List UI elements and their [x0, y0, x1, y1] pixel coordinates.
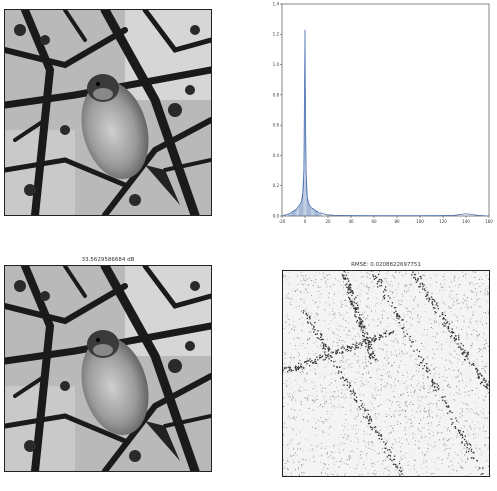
x-tick-label: 60: [371, 219, 377, 224]
y-tick-label: 0.6: [273, 123, 280, 128]
y-tick-label: 1.2: [273, 32, 280, 37]
x-tick-label: 120: [439, 219, 447, 224]
original-image-panel: [4, 9, 212, 216]
histogram-panel: -20 0 20 40 60 80 100 120 140 160 0.0 0.2 0.4 0.6 0.8 1…: [270, 0, 495, 232]
y-tick-label: 0.0: [273, 213, 280, 218]
reconstructed-bird-image: [5, 266, 211, 471]
y-tick-label: 0.4: [273, 153, 280, 158]
y-tick-label: 1.0: [273, 62, 280, 67]
x-tick-label: 140: [462, 219, 470, 224]
bird-on-branches-image: [5, 10, 211, 215]
plot-frame: [281, 3, 490, 217]
y-tick-label: 0.8: [273, 92, 280, 97]
x-tick-label: -20: [279, 219, 286, 224]
y-tick-label: 0.2: [273, 183, 280, 188]
x-tick-label: 160: [485, 219, 493, 224]
histogram-chart: -20 0 20 40 60 80 100 120 140 160 0.0 0.2 0.4 0.6 0.8 1…: [273, 1, 494, 224]
x-tick-label: 20: [325, 219, 331, 224]
x-tick-label: 0: [304, 219, 307, 224]
x-tick-label: 80: [394, 219, 400, 224]
error-map-panel: [282, 270, 490, 477]
histogram-line: [281, 29, 490, 217]
error-map-image: [283, 271, 489, 476]
reconstructed-image-panel: [4, 265, 212, 472]
x-tick-label: 40: [348, 219, 354, 224]
x-tick-label: 100: [416, 219, 424, 224]
psnr-title: 33.5629586684 dB: [81, 257, 135, 263]
y-tick-label: 1.4: [273, 1, 280, 6]
rmse-title: RMSE: 0.0208822697751: [351, 262, 421, 268]
